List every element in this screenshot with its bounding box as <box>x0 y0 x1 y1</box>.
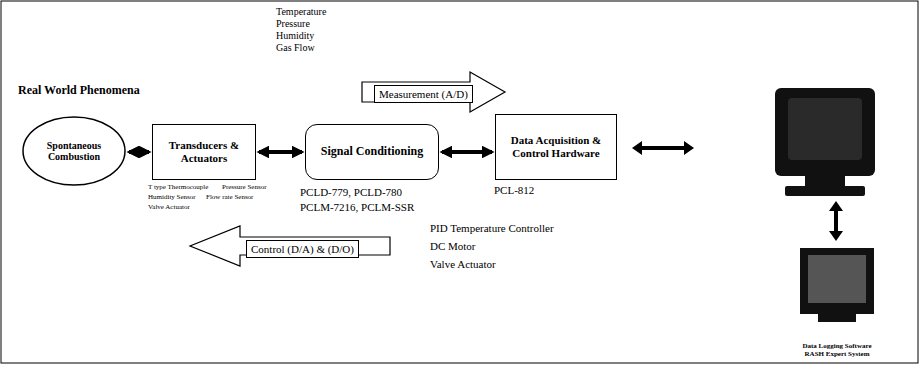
device-name: Valve Actuator <box>148 204 190 212</box>
bus-arrow <box>829 201 843 241</box>
double-arrow <box>442 150 492 154</box>
control-arrow <box>190 226 390 266</box>
output-device: PID Temperature Controller <box>430 222 554 234</box>
quantity-name: Gas Flow <box>276 42 315 53</box>
transducer-box: Transducers & Actuators <box>152 124 256 180</box>
bus-arrow <box>632 141 694 155</box>
double-arrow <box>129 150 149 154</box>
computer-monitor <box>775 88 875 196</box>
daq-box: Data Acquisition & Control Hardware <box>495 114 617 180</box>
double-arrow <box>259 150 302 154</box>
node-text: Data Logging Software <box>802 342 871 350</box>
part-number: PCL-812 <box>494 184 534 196</box>
quantity-name: Temperature <box>276 6 326 17</box>
device-name: Flow rate Sensor <box>206 194 253 202</box>
computer-monitor <box>800 248 874 322</box>
device-name: T type Thermocouple <box>148 184 208 192</box>
device-name: Pressure Sensor <box>222 184 267 192</box>
arrow-label: Measurement (A/D) <box>374 85 473 103</box>
computer-label: Data Logging SoftwareRASH Expert System <box>772 248 902 360</box>
measurement-arrow <box>362 72 505 112</box>
output-device: DC Motor <box>430 240 476 252</box>
arrow-label: Control (D/A) & (D/O) <box>246 240 359 258</box>
quantity-name: Humidity <box>276 30 314 41</box>
part-number: PCLD-779, PCLD-780 <box>300 186 402 198</box>
node-text: Transducers & Actuators <box>159 139 249 164</box>
node-text: RASH Expert System <box>805 350 870 358</box>
section-title: Real World Phenomena <box>18 84 140 97</box>
phenomenon-circle: Spontaneous Combustion <box>22 116 126 186</box>
conditioning-box: Signal Conditioning <box>305 124 439 180</box>
device-name: Humidity Sensor <box>148 194 196 202</box>
node-text: Data Acquisition & Control Hardware <box>502 134 610 159</box>
node-text: Spontaneous Combustion <box>36 140 112 163</box>
node-text: Signal Conditioning <box>321 145 423 159</box>
quantity-name: Pressure <box>276 18 310 29</box>
output-device: Valve Actuator <box>430 258 496 270</box>
part-number: PCLM-7216, PCLM-SSR <box>300 201 414 213</box>
